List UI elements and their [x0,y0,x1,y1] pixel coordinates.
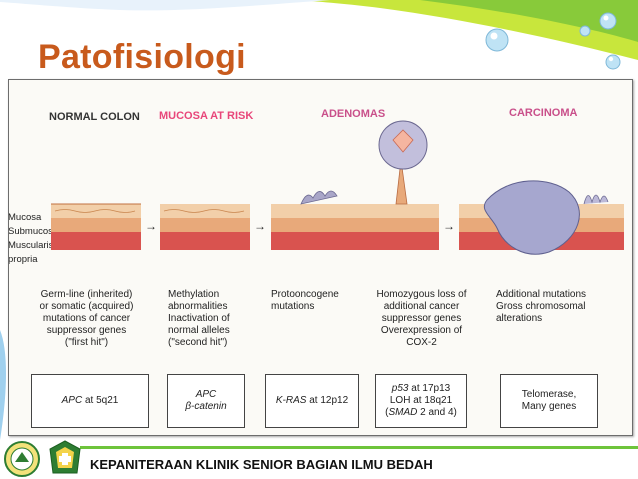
footer-accent-line [80,446,638,449]
gene-apc-2: APC [195,389,217,400]
slide-title: Patofisiologi [38,38,246,76]
layer-label-muscularis: Muscularis [8,240,54,251]
description-additional-mutations: Additional mutations Gross chromosomal a… [496,289,587,324]
layer-label-submucosa: Submucosa [8,226,59,237]
gene-box-p53: p53 at 17p13 LOH at 18q21 (SMAD 2 and 4) [375,374,467,428]
stage-title-carcinoma: CARCINOMA [509,107,578,119]
gene-box-telomerase: Telomerase, Many genes [500,374,598,428]
description-protooncogene: Protooncogene mutations [271,289,339,312]
tissue-segment-at-risk [160,204,250,250]
tissue-segment-normal [51,203,141,250]
tissue-segment-carcinoma [459,180,624,255]
arrow-2-icon: → [254,219,266,233]
colon-cancer-pathway-figure: NORMAL COLON MUCOSA AT RISK ADENOMAS CAR… [8,79,633,436]
gene-kras-locus: at 12p12 [306,395,349,406]
gene-p53-locus: at 17p13 [408,383,451,394]
gene-kras: K-RAS [275,395,307,406]
footer-text: KEPANITERAAN KLINIK SENIOR BAGIAN ILMU B… [90,457,433,472]
gene-smad-open: ( [385,407,389,418]
description-homozygous-loss: Homozygous loss of additional cancer sup… [376,289,467,348]
gene-box-apc: APC at 5q21 [31,374,149,428]
gene-many-genes: Many genes [521,401,577,412]
gene-box-apc-catenin: APC β-catenin [167,374,245,428]
gene-telomerase: Telomerase, [521,389,577,400]
arrow-1-icon: → [145,219,157,233]
gene-smad-rest: 2 and 4) [417,407,457,418]
gene-apc: APC [61,395,83,406]
university-seal-icon [4,441,40,477]
layer-label-mucosa: Mucosa [8,212,42,223]
gene-apc-locus: at 5q21 [82,395,119,406]
top-decoration [0,0,638,86]
gene-smad: SMAD [388,407,418,418]
header-wave-graphic [0,0,638,70]
tissue-segment-adenoma [271,120,439,250]
arrow-3-icon: → [443,219,455,233]
description-methylation: Methylation abnormalities Inactivation o… [168,289,230,348]
stage-title-mucosa-at-risk: MUCOSA AT RISK [159,110,254,122]
stage-title-normal-colon: NORMAL COLON [49,111,140,123]
gene-box-kras: K-RAS at 12p12 [265,374,359,428]
side-accent-graphic [0,330,6,440]
layer-label-propria: propria [8,254,38,265]
hospital-emblem-icon [49,440,81,474]
gene-beta-catenin: β-catenin [185,401,227,412]
gene-p53: p53 [391,383,409,394]
gene-loh: LOH at 18q21 [389,395,453,406]
description-germline: Germ-line (inherited) or somatic (acquir… [39,289,134,348]
stage-title-adenomas: ADENOMAS [321,108,386,120]
tissue-illustration: → → → [51,120,624,255]
